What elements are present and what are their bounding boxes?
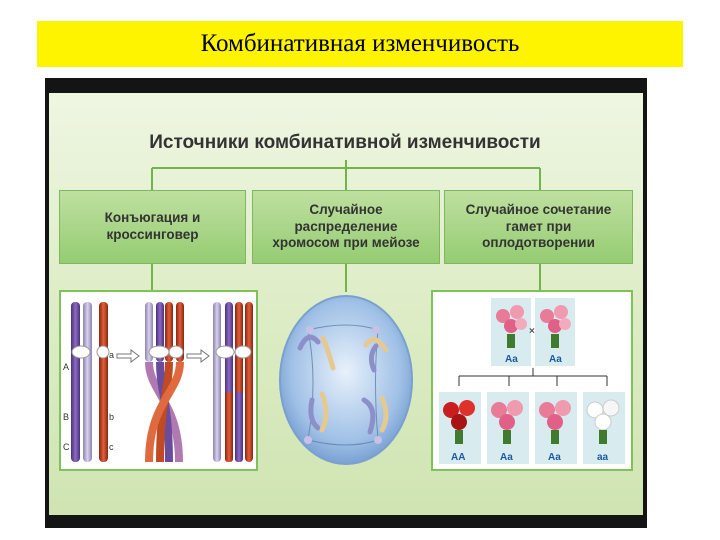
genotype-label: AA (451, 452, 465, 463)
genotype-label: Aa (549, 354, 562, 365)
source-box-crossing-over: Конъюгация и кроссинговер (59, 190, 246, 264)
slide-title-bar: Комбинативная изменчивость (37, 21, 683, 67)
chromosome-lilac (83, 302, 92, 462)
flower-red-icon (443, 400, 475, 444)
chromosome-red (99, 302, 108, 462)
flower-pink-icon (539, 400, 571, 444)
flower-pink-icon (491, 400, 523, 444)
chromosome-purple (71, 302, 80, 462)
allele-label: C (63, 442, 70, 452)
source-box-meiosis: Случайное распределение хромосом при мей… (252, 190, 440, 264)
source-label-line1: Случайное сочетание (465, 201, 612, 217)
genotype-label: aa (597, 452, 609, 463)
allele-label: a (109, 350, 114, 360)
arrow-right-icon (116, 349, 140, 363)
allele-label: b (109, 412, 114, 422)
source-label-line2: хромосом при мейозе (272, 235, 420, 251)
source-label-line2: гамет при оплодотворении (482, 218, 595, 251)
genotype-label: Aa (500, 452, 513, 463)
allele-label: B (63, 412, 69, 422)
flower-pink-icon (540, 305, 571, 348)
cross-symbol: × (529, 326, 535, 337)
arrow-right-icon (186, 349, 210, 363)
source-box-fertilization: Случайное сочетание гамет при оплодотвор… (444, 190, 633, 264)
slide-title: Комбинативная изменчивость (200, 30, 520, 57)
source-label-line1: Конъюгация и (104, 210, 201, 226)
meiosis-cell-illustration (278, 290, 420, 471)
allele-label: c (109, 442, 114, 452)
crossing-over-illustration: A B C a b c (59, 290, 258, 471)
source-label-line1: Случайное распределение (294, 201, 398, 234)
flower-pink-icon (496, 305, 527, 348)
genotype-label: Aa (505, 354, 518, 365)
genotype-label: Aa (548, 452, 561, 463)
allele-label: A (63, 362, 69, 372)
cell-membrane (279, 295, 413, 465)
fertilization-illustration: Aa Aa × (431, 290, 633, 471)
source-label-line2: кроссинговер (106, 227, 199, 242)
flower-white-icon (586, 399, 620, 444)
diagram-heading: Источники комбинативной изменчивости (149, 132, 541, 153)
